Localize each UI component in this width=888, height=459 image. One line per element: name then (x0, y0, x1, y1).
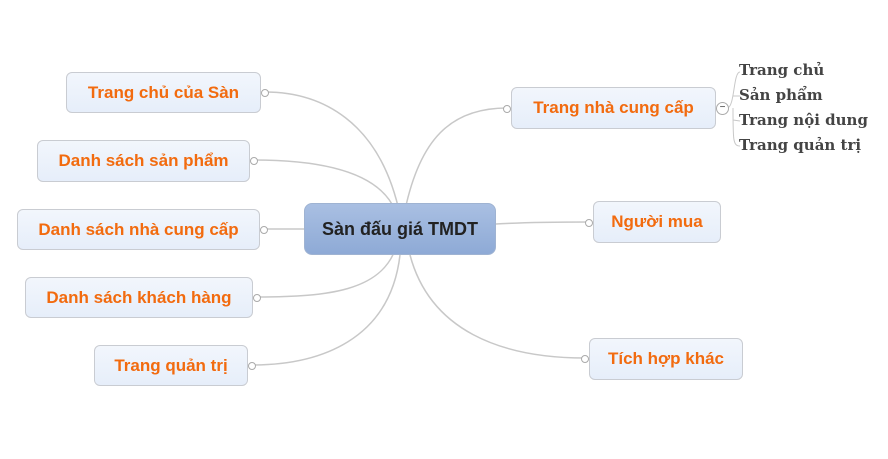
connector-dot (253, 294, 261, 302)
topic-trang-quan-tri[interactable]: Trang quản trị (94, 345, 248, 386)
topic-label: Trang chủ của Sàn (87, 82, 240, 102)
subtopic-trang-quan-tri[interactable]: Trang quản trị (739, 136, 862, 154)
subtopic-trang-chu[interactable]: Trang chủ (739, 61, 825, 79)
topic-danh-sach-khach-hang[interactable]: Danh sách khách hàng (25, 277, 253, 318)
topic-danh-sach-nha-cung-cap[interactable]: Danh sách nhà cung cấp (17, 209, 260, 250)
topic-danh-sach-san-pham[interactable]: Danh sách sản phẩm (37, 140, 250, 182)
topic-label: Tích hợp khác (608, 349, 724, 368)
connector-dot (250, 157, 258, 165)
connector-dot (581, 355, 589, 363)
topic-label: Người mua (611, 212, 703, 231)
topic-label: Danh sách khách hàng (46, 287, 232, 307)
topic-trang-nha-cung-cap[interactable]: Trang nhà cung cấp (511, 87, 716, 129)
topic-trang-chu-cua-san[interactable]: Trang chủ của Sàn (66, 72, 261, 113)
connector-dot (261, 89, 269, 97)
topic-tich-hop-khac[interactable]: Tích hợp khác (589, 338, 743, 380)
central-topic-label: Sàn đấu giá TMDT (321, 218, 478, 239)
topic-label: Trang quản trị (114, 355, 228, 375)
topic-label: Trang nhà cung cấp (533, 98, 694, 117)
topic-label: Danh sách nhà cung cấp (38, 219, 239, 239)
central-topic[interactable]: Sàn đấu giá TMDT (304, 203, 496, 255)
connector-dot (585, 219, 593, 227)
connector-dot (260, 226, 268, 234)
connector-dot (503, 105, 511, 113)
topic-label: Danh sách sản phẩm (58, 151, 229, 170)
subtopic-san-pham[interactable]: Sản phẩm (739, 86, 823, 104)
connector-dot (248, 362, 256, 370)
subtopic-trang-noi-dung[interactable]: Trang nội dung (739, 111, 868, 129)
collapse-toggle[interactable]: − (716, 102, 729, 115)
topic-nguoi-mua[interactable]: Người mua (593, 201, 721, 243)
